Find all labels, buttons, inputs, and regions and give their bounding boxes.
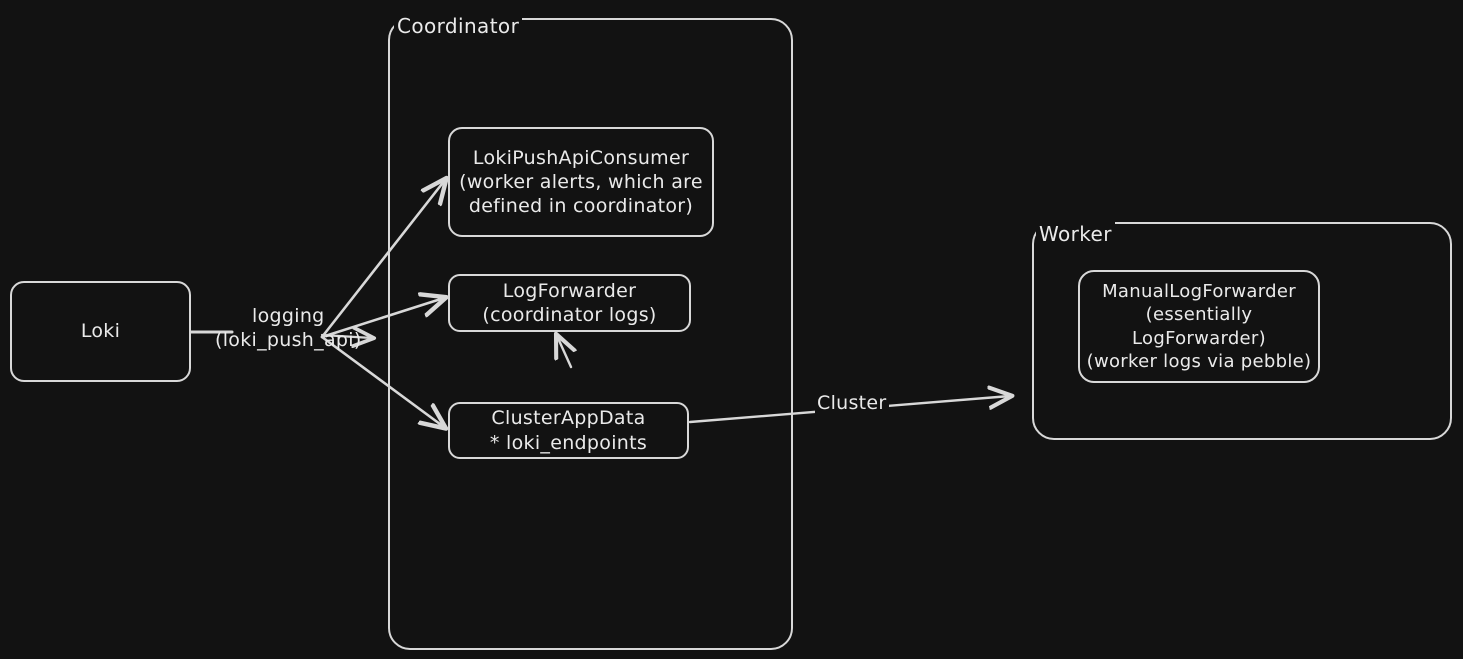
node-loki-push-api-consumer[interactable]: LokiPushApiConsumer (worker alerts, whic… — [448, 127, 714, 237]
group-coordinator-label: Coordinator — [394, 14, 523, 38]
node-cluster-app-data-label: ClusterAppData * loki_endpoints — [489, 407, 648, 454]
node-manual-log-forwarder[interactable]: ManualLogForwarder (essentially LogForwa… — [1078, 270, 1320, 383]
group-coordinator[interactable] — [388, 18, 793, 650]
node-log-forwarder-label: LogForwarder (coordinator logs) — [482, 279, 657, 326]
node-log-forwarder[interactable]: LogForwarder (coordinator logs) — [448, 274, 691, 332]
node-loki-push-api-consumer-label: LokiPushApiConsumer (worker alerts, whic… — [459, 146, 703, 218]
group-worker-label: Worker — [1036, 222, 1115, 246]
edge-label-cluster: Cluster — [815, 392, 889, 416]
node-cluster-app-data[interactable]: ClusterAppData * loki_endpoints — [448, 402, 689, 459]
node-manual-log-forwarder-label: ManualLogForwarder (essentially LogForwa… — [1086, 281, 1312, 372]
node-loki[interactable]: Loki — [10, 281, 191, 382]
edge-label-logging: logging (loki_push_api) — [215, 305, 362, 351]
group-worker[interactable] — [1032, 222, 1452, 440]
node-loki-label: Loki — [80, 320, 121, 343]
